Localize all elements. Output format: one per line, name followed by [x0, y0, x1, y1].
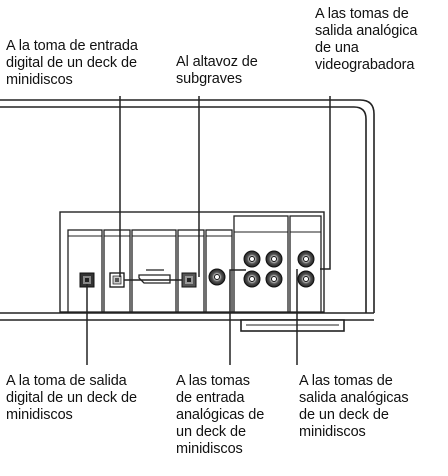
center-connector — [138, 274, 171, 284]
label-analog-input-md: A las tomas de entrada analógicas de un … — [176, 373, 265, 457]
chassis-outline — [0, 99, 375, 321]
label-vcr-analog-output: A las tomas de salida analógica de una v… — [315, 6, 418, 73]
optical-input-jack — [109, 272, 125, 288]
module-header-lines — [68, 231, 321, 237]
rca-jacks — [208, 250, 315, 288]
small-jack — [181, 272, 197, 288]
optical-output-jack — [79, 272, 95, 288]
leader-lines — [86, 96, 331, 365]
label-digital-output-md: A la toma de salida digital de un deck d… — [6, 373, 137, 423]
label-subwoofer: Al altavoz de subgraves — [176, 54, 258, 87]
label-analog-output-md: A las tomas de salida analógicas de un d… — [299, 373, 409, 440]
connector-modules — [67, 215, 322, 313]
label-digital-input-md: A la toma de entrada digital de un deck … — [6, 38, 138, 88]
